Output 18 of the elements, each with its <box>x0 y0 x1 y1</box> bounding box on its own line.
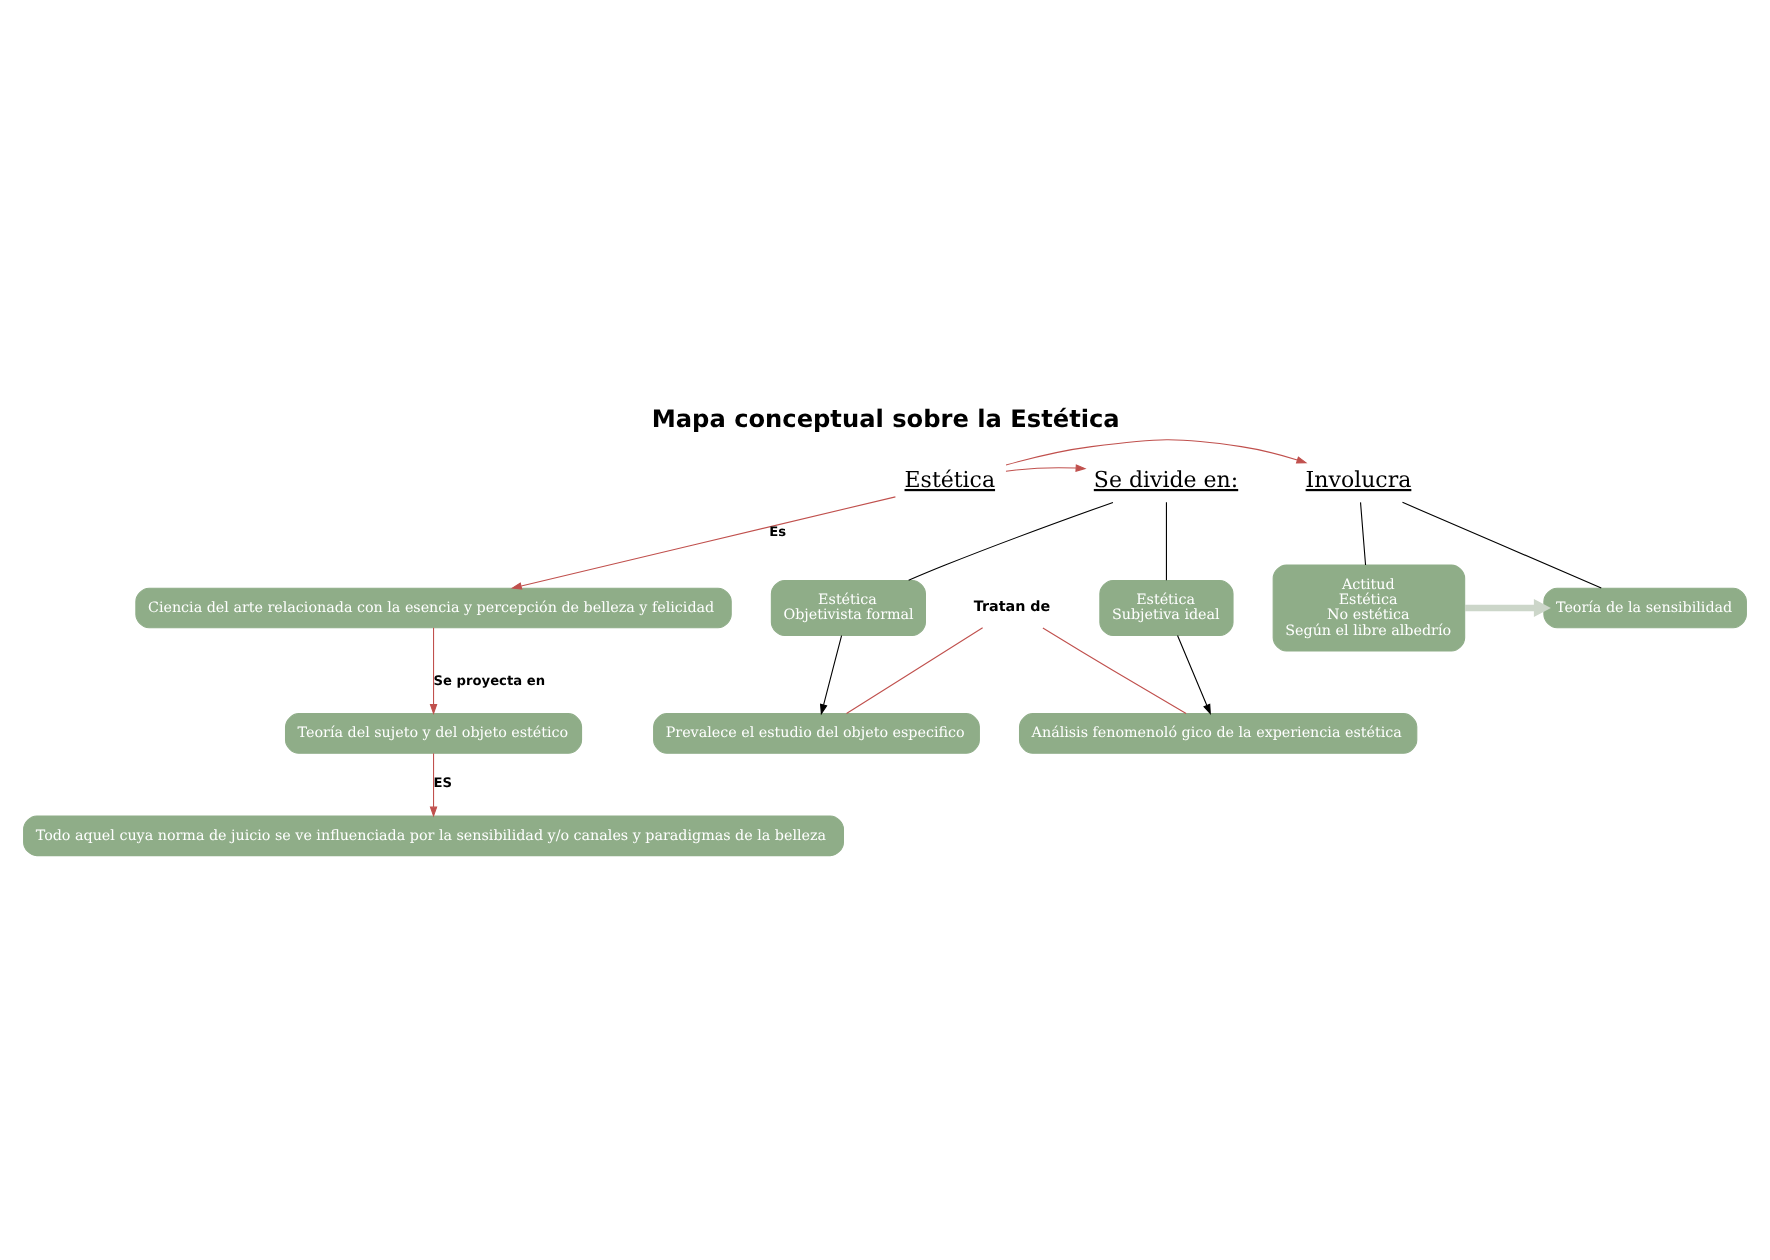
arrow <box>819 635 843 716</box>
arrow <box>429 752 438 818</box>
arrow <box>429 627 438 716</box>
connector <box>908 501 1114 581</box>
node-text: Se divide en: <box>1093 466 1239 493</box>
arrow <box>1005 439 1308 466</box>
diagram-title: Mapa conceptual sobre la Estética <box>651 405 1120 434</box>
arrow <box>1005 464 1087 472</box>
node-text: Involucra <box>1305 466 1412 493</box>
connector <box>1042 627 1187 715</box>
arrow <box>1177 635 1211 716</box>
node-text: Estética <box>904 466 996 493</box>
connector <box>1401 501 1602 589</box>
connector <box>1360 501 1367 566</box>
connector <box>1165 501 1167 581</box>
connector <box>846 627 984 714</box>
arrow <box>1464 599 1551 617</box>
arrow <box>510 496 896 590</box>
